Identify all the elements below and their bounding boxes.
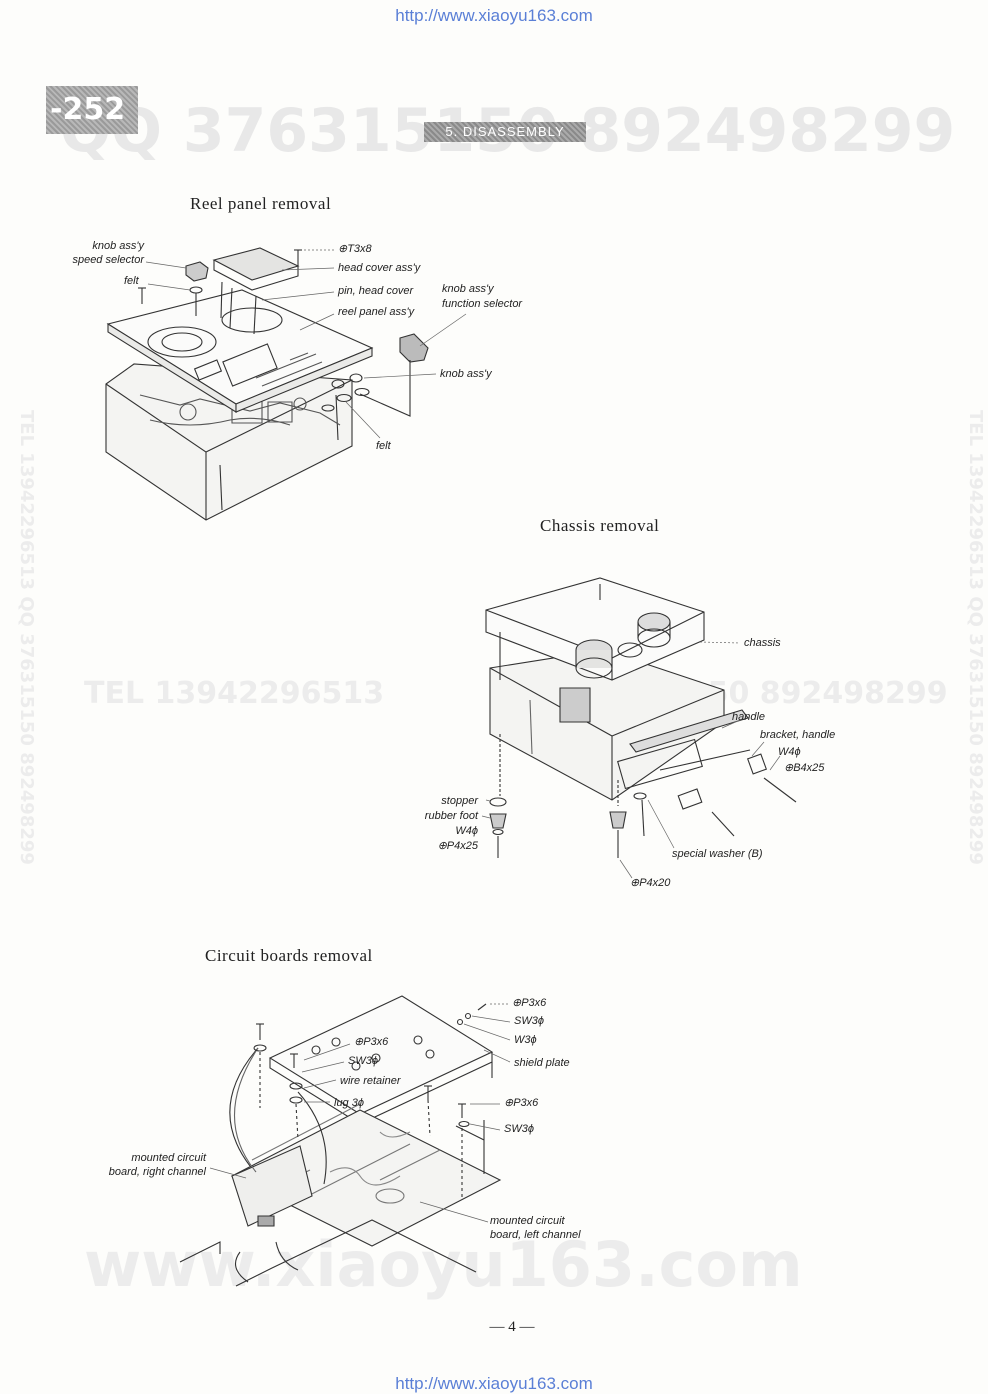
page-number: — 4 — bbox=[489, 1319, 535, 1335]
label-pin-head-cover: pin, head cover bbox=[338, 285, 414, 297]
tel-watermark-vertical-right: TEL 13942296513 QQ 376315150 892498299 bbox=[965, 410, 986, 865]
label-right-board-line1: mounted circuit bbox=[131, 1152, 206, 1164]
label-handle: handle bbox=[732, 711, 766, 723]
label-head-cover: head cover ass'y bbox=[338, 262, 421, 274]
chassis-heading: Chassis removal bbox=[540, 516, 660, 535]
label-w3: W3ϕ bbox=[514, 1034, 537, 1046]
top-url-link[interactable]: http://www.xiaoyu163.com bbox=[395, 6, 593, 25]
label-knob-assy: knob ass'y bbox=[440, 368, 492, 380]
qq-watermark-middle: QQ 376315150 892498299 bbox=[500, 676, 948, 711]
label-lug3: lug 3ϕ bbox=[334, 1097, 364, 1109]
site-watermark: www.xiaoyu163.com bbox=[84, 1228, 803, 1301]
label-w4: W4ϕ bbox=[778, 746, 801, 758]
label-p3x6-top: ⊕P3x6 bbox=[512, 997, 547, 1009]
label-sw3-mid: SW3ϕ bbox=[348, 1055, 378, 1067]
label-special-washer: special washer (B) bbox=[672, 848, 763, 860]
label-shield-plate: shield plate bbox=[514, 1057, 570, 1069]
circuit-boards-heading: Circuit boards removal bbox=[205, 946, 373, 965]
label-left-board-line1: mounted circuit bbox=[490, 1215, 565, 1227]
label-screw-t3x8: ⊕T3x8 bbox=[338, 243, 372, 255]
label-b4x25: ⊕B4x25 bbox=[784, 762, 825, 774]
tel-watermark-middle: TEL 13942296513 bbox=[84, 676, 385, 711]
label-sw3-top: SW3ϕ bbox=[514, 1015, 544, 1027]
label-left-board-line2: board, left channel bbox=[490, 1229, 581, 1241]
label-felt-top: felt bbox=[124, 275, 139, 287]
label-p4x25: ⊕P4x25 bbox=[437, 840, 478, 852]
label-reel-panel: reel panel ass'y bbox=[338, 306, 415, 318]
label-speed-selector: speed selector bbox=[72, 254, 144, 266]
label-rubber-foot: rubber foot bbox=[424, 810, 478, 822]
label-wire-retainer: wire retainer bbox=[340, 1075, 401, 1087]
label-chassis: chassis bbox=[744, 637, 781, 649]
label-w4-left: W4ϕ bbox=[455, 825, 478, 837]
label-p4x20: ⊕P4x20 bbox=[630, 877, 671, 889]
label-stopper: stopper bbox=[441, 795, 478, 807]
label-function-selector: function selector bbox=[442, 298, 523, 310]
label-bracket-handle: bracket, handle bbox=[760, 729, 836, 741]
label-p3x6-mid: ⊕P3x6 bbox=[354, 1036, 389, 1048]
bottom-url-link[interactable]: http://www.xiaoyu163.com bbox=[395, 1374, 593, 1393]
label-knob-assy-speed: knob ass'y bbox=[92, 240, 144, 252]
section-title-tab: 5. DISASSEMBLY bbox=[424, 122, 586, 142]
label-sw3-right: SW3ϕ bbox=[504, 1123, 534, 1135]
page-model-tab: -252 bbox=[46, 86, 138, 134]
reel-panel-heading: Reel panel removal bbox=[190, 194, 332, 213]
label-right-board-line2: board, right channel bbox=[108, 1166, 206, 1178]
label-p3x6-right: ⊕P3x6 bbox=[504, 1097, 539, 1109]
tel-watermark-vertical-left: TEL 13942296513 QQ 376315150 892498299 bbox=[16, 410, 37, 865]
label-felt-bottom: felt bbox=[376, 440, 391, 452]
label-knob-assy-function: knob ass'y bbox=[442, 283, 494, 295]
